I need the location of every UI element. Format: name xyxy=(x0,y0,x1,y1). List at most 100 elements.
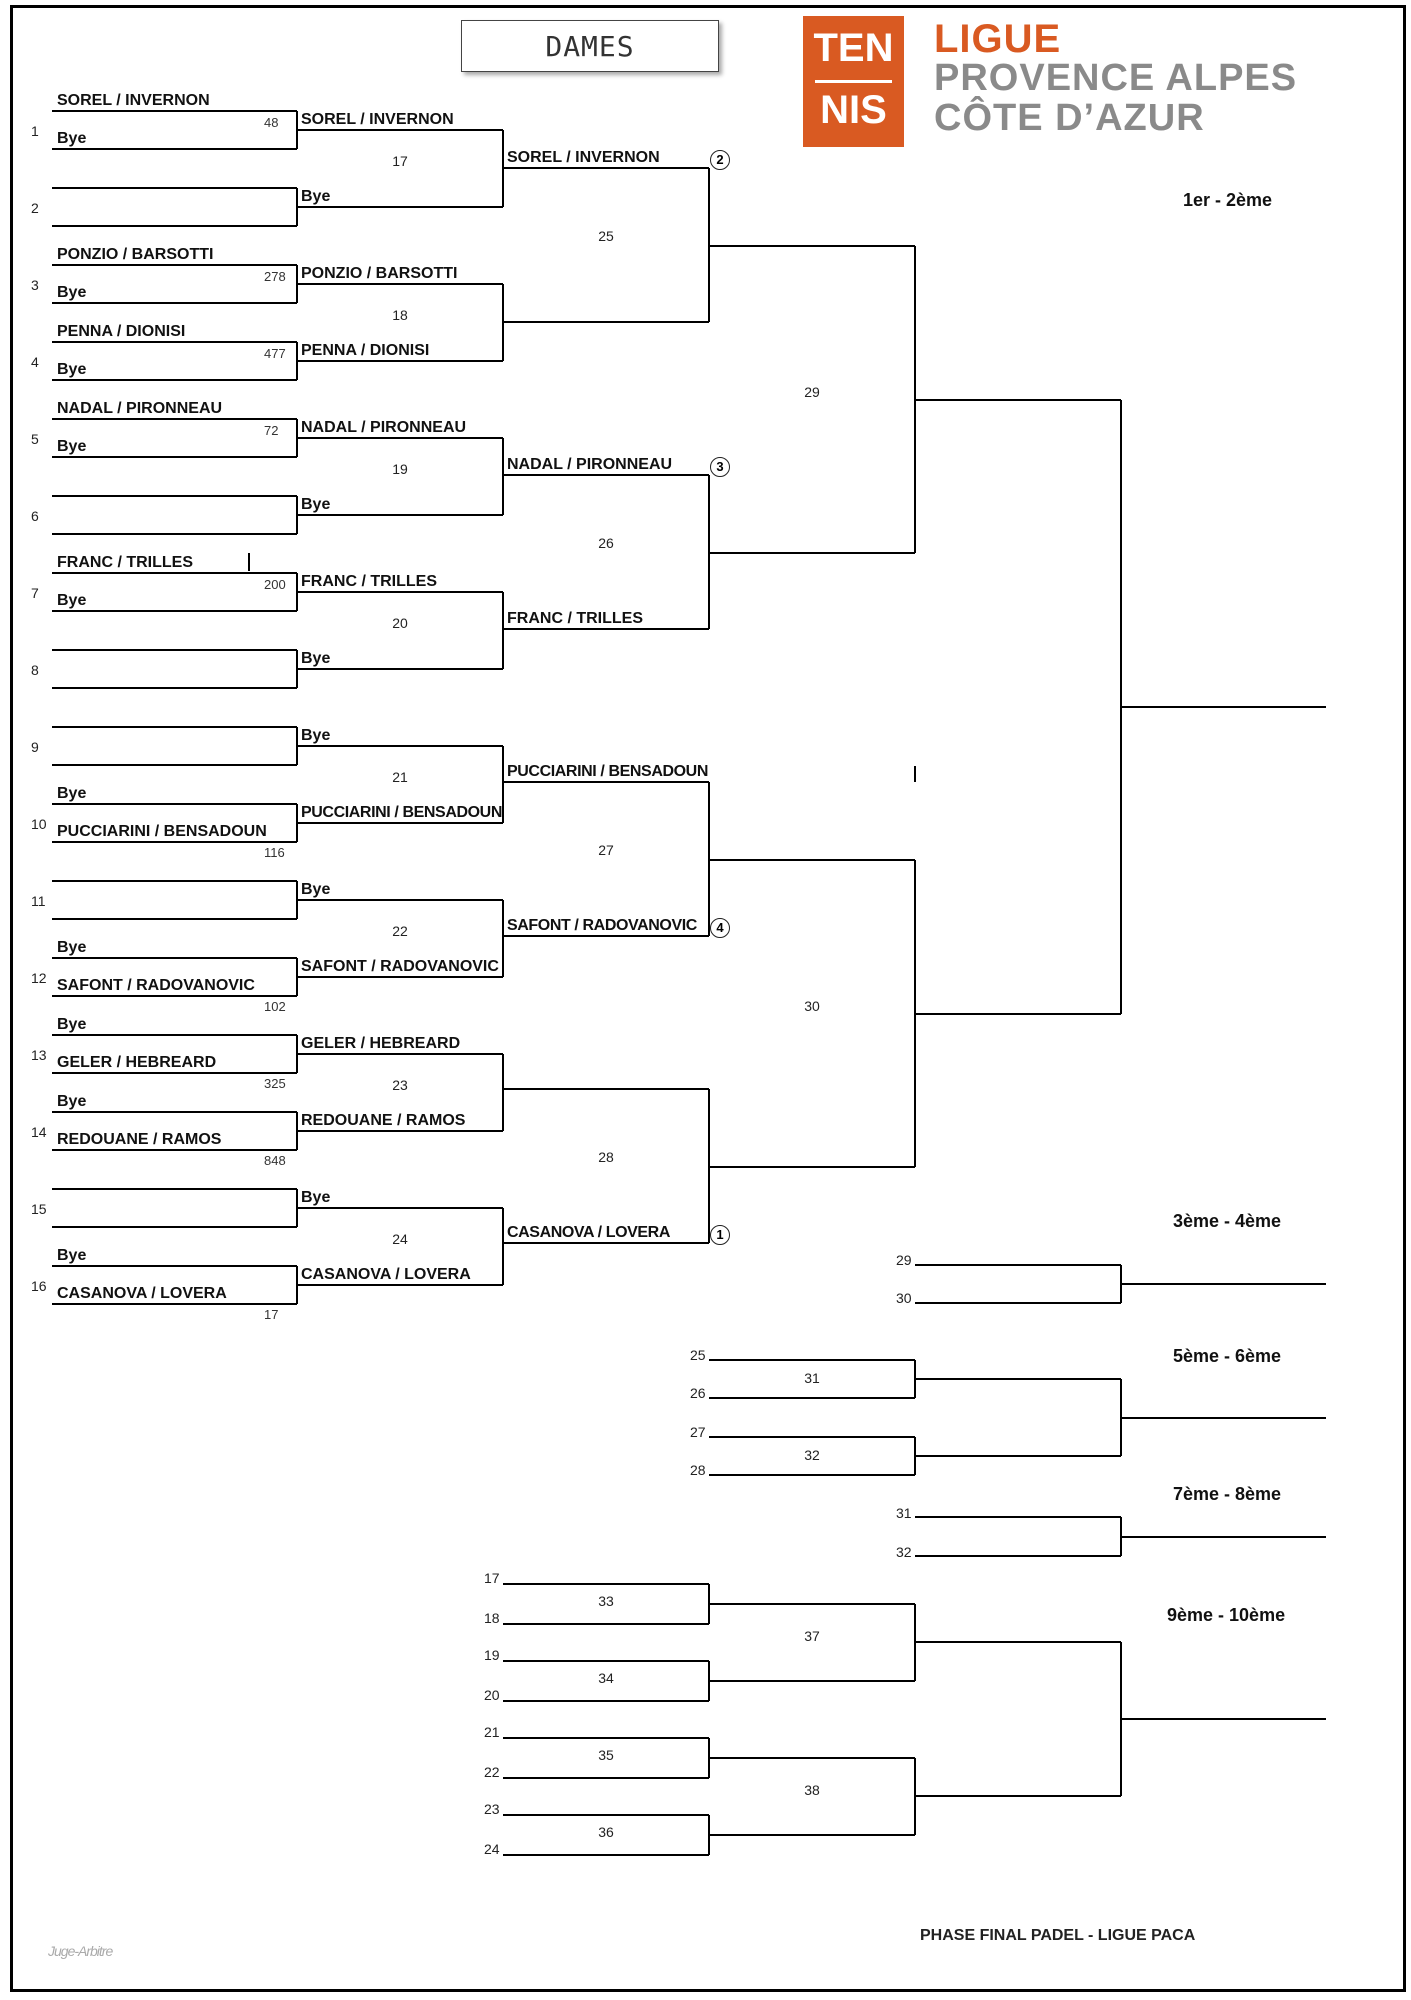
page-frame xyxy=(10,5,1406,1992)
logo-text-bottom: NIS xyxy=(820,88,887,132)
draw-position-number: 11 xyxy=(31,893,46,909)
r2-entry-bottom: Bye xyxy=(301,188,331,205)
feed-match-number: 21 xyxy=(484,1724,500,1740)
match-number: 26 xyxy=(598,535,614,551)
seed-badge: 4 xyxy=(710,918,730,938)
feed-match-number: 28 xyxy=(690,1462,706,1478)
match-number: 27 xyxy=(598,842,614,858)
match-number: 28 xyxy=(598,1149,614,1165)
feed-match-number: 18 xyxy=(484,1610,500,1626)
match-number: 31 xyxy=(804,1370,820,1386)
draw-position-number: 10 xyxy=(31,816,47,832)
feed-match-number: 19 xyxy=(484,1647,500,1663)
feed-match-number: 30 xyxy=(896,1290,912,1306)
league-name-line1: LIGUE xyxy=(934,17,1062,61)
r1-entry-top: Bye xyxy=(57,1016,87,1033)
team-ranking: 278 xyxy=(264,269,286,284)
r1-entry-bottom: Bye xyxy=(57,361,87,378)
feed-match-number: 27 xyxy=(690,1424,706,1440)
draw-position-number: 7 xyxy=(31,585,39,601)
team-ranking: 48 xyxy=(264,115,279,130)
seed-badge: 1 xyxy=(710,1225,730,1245)
placement-7-8: 7ème - 8ème xyxy=(1173,1484,1282,1504)
feed-match-number: 29 xyxy=(896,1252,912,1268)
draw-position-number: 3 xyxy=(31,277,39,293)
r2-entry-top: GELER / HEBREARD xyxy=(301,1035,461,1052)
r1-entry-bottom: PUCCIARINI / BENSADOUN xyxy=(57,823,267,840)
team-ranking: 116 xyxy=(264,845,285,860)
r2-entry-top: Bye xyxy=(301,1189,331,1206)
league-name-line2: PROVENCE ALPES xyxy=(934,57,1298,99)
r2-entry-top: SOREL / INVERNON xyxy=(301,111,454,128)
r3-entry-bottom: CASANOVA / LOVERA xyxy=(507,1224,670,1241)
match-number: 30 xyxy=(804,998,820,1014)
league-name-line3: CÔTE D’AZUR xyxy=(934,97,1205,139)
logo-divider xyxy=(815,80,892,83)
r3-entry-top: PUCCIARINI / BENSADOUN xyxy=(507,763,708,780)
placement-3-4: 3ème - 4ème xyxy=(1173,1211,1282,1231)
r3-entry-bottom: SAFONT / RADOVANOVIC xyxy=(507,917,697,934)
tennis-logo: TEN NIS xyxy=(803,16,904,147)
draw-position-number: 12 xyxy=(31,970,47,986)
draw-title-box: DAMES xyxy=(461,20,719,72)
r3-entry-top: NADAL / PIRONNEAU xyxy=(507,456,673,473)
r1-entry-top: FRANC / TRILLES xyxy=(57,554,193,571)
match-number: 35 xyxy=(598,1747,614,1763)
r3-entry-bottom: FRANC / TRILLES xyxy=(507,610,643,627)
match-number: 36 xyxy=(598,1824,614,1840)
r2-entry-bottom: Bye xyxy=(301,496,331,513)
feed-match-number: 23 xyxy=(484,1801,500,1817)
match-number: 20 xyxy=(392,615,408,631)
r2-entry-top: Bye xyxy=(301,727,331,744)
logo-text-top: TEN xyxy=(813,26,894,70)
r1-entry-bottom: REDOUANE / RAMOS xyxy=(57,1131,222,1148)
match-number: 29 xyxy=(804,384,820,400)
r2-entry-bottom: CASANOVA / LOVERA xyxy=(301,1266,471,1283)
match-number: 22 xyxy=(392,923,408,939)
placement-1-2: 1er - 2ème xyxy=(1183,190,1273,210)
r1-entry-top: Bye xyxy=(57,939,87,956)
r2-entry-bottom: REDOUANE / RAMOS xyxy=(301,1112,466,1129)
draw-position-number: 8 xyxy=(31,662,39,678)
draw-position-number: 13 xyxy=(31,1047,47,1063)
match-number: 37 xyxy=(804,1628,820,1644)
r1-entry-top: PONZIO / BARSOTTI xyxy=(57,246,214,263)
draw-position-number: 2 xyxy=(31,200,39,216)
feed-match-number: 26 xyxy=(690,1385,706,1401)
draw-position-number: 1 xyxy=(31,123,39,139)
match-number: 38 xyxy=(804,1782,820,1798)
r1-entry-bottom: GELER / HEBREARD xyxy=(57,1054,217,1071)
match-number: 21 xyxy=(392,769,408,785)
seed-badge: 2 xyxy=(710,150,730,170)
r2-entry-top: PONZIO / BARSOTTI xyxy=(301,265,458,282)
r2-entry-top: Bye xyxy=(301,881,331,898)
r2-entry-bottom: Bye xyxy=(301,650,331,667)
r1-entry-bottom: CASANOVA / LOVERA xyxy=(57,1285,227,1302)
match-number: 17 xyxy=(392,153,408,169)
feed-match-number: 25 xyxy=(690,1347,706,1363)
r1-entry-top: Bye xyxy=(57,785,87,802)
match-number: 25 xyxy=(598,228,614,244)
draw-position-number: 6 xyxy=(31,508,39,524)
team-ranking: 102 xyxy=(264,999,286,1014)
r1-entry-bottom: Bye xyxy=(57,284,87,301)
match-number: 18 xyxy=(392,307,408,323)
team-ranking: 325 xyxy=(264,1076,286,1091)
feed-match-number: 17 xyxy=(484,1570,500,1586)
r1-entry-bottom: SAFONT / RADOVANOVIC xyxy=(57,977,255,994)
team-ranking: 72 xyxy=(264,423,279,438)
draw-position-number: 16 xyxy=(31,1278,47,1294)
footer-title: PHASE FINAL PADEL - LIGUE PACA xyxy=(920,1927,1196,1944)
match-number: 34 xyxy=(598,1670,614,1686)
r3-entry-top: SOREL / INVERNON xyxy=(507,149,660,166)
team-ranking: 477 xyxy=(264,346,286,361)
r1-entry-top: Bye xyxy=(57,1093,87,1110)
draw-position-number: 15 xyxy=(31,1201,47,1217)
r2-entry-bottom: SAFONT / RADOVANOVIC xyxy=(301,958,499,975)
match-number: 32 xyxy=(804,1447,820,1463)
team-ranking: 848 xyxy=(264,1153,286,1168)
feed-match-number: 24 xyxy=(484,1841,500,1857)
r2-entry-top: FRANC / TRILLES xyxy=(301,573,437,590)
placement-5-6: 5ème - 6ème xyxy=(1173,1346,1282,1366)
